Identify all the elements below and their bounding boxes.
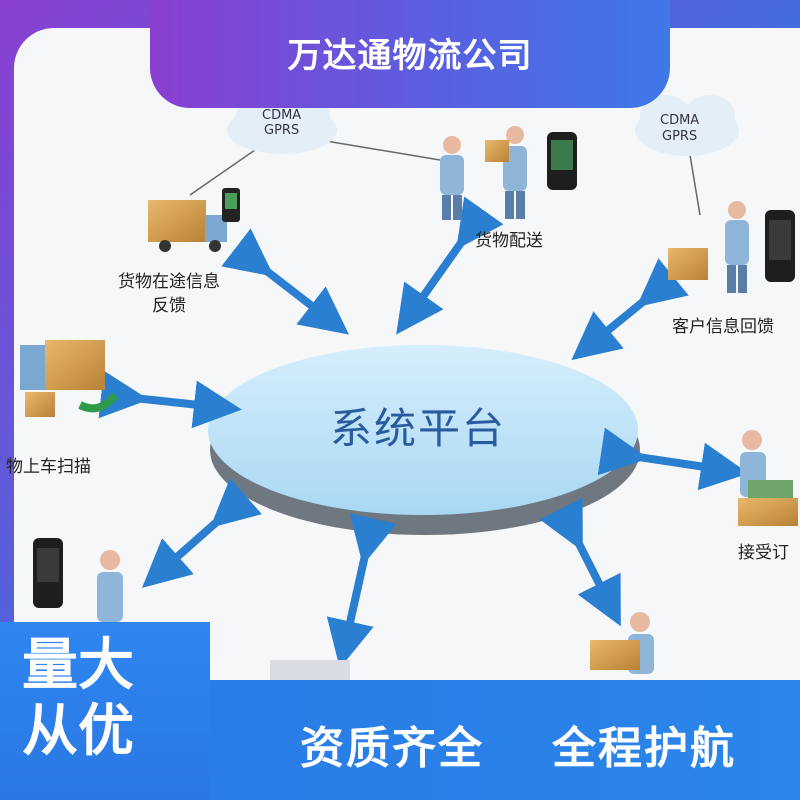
warehouse-worker-icon — [590, 612, 654, 674]
arrows — [98, 196, 749, 669]
courier-icon — [97, 550, 123, 622]
connection-lines — [189, 139, 701, 216]
platform-label: 系统平台 — [330, 404, 507, 453]
badge-line1: 量大 — [22, 633, 134, 698]
customer-icon — [668, 201, 749, 293]
slogan-escort: 全程护航 — [552, 723, 736, 774]
truck-icon — [148, 200, 227, 252]
delivery-person-icon — [440, 126, 527, 220]
node-label-order-receipt: 接受订 — [738, 543, 789, 563]
phone-icon — [222, 188, 240, 222]
title-banner — [150, 0, 670, 108]
page-title: 万达通物流公司 — [287, 36, 533, 76]
node-label-delivery: 货物配送 — [475, 231, 543, 251]
node-label-in-transit: 货物在途信息 反馈 — [118, 270, 220, 318]
cloud-line1: CDMA — [262, 108, 302, 123]
promo-badge: 量大 从优 — [0, 622, 210, 800]
system-platform — [208, 345, 640, 535]
badge-line2: 从优 — [22, 699, 134, 764]
phone-icon — [765, 210, 795, 282]
node-label-line1: 货物在途信息 — [118, 272, 220, 292]
receiving-person-icon — [738, 430, 798, 526]
cloud-icon — [635, 95, 739, 156]
phone-icon — [547, 132, 577, 190]
phone-icon — [33, 538, 63, 608]
cloud-line1: CDMA — [660, 113, 700, 128]
cloud-line2: GPRS — [662, 129, 698, 144]
node-label-line2: 反馈 — [152, 296, 186, 316]
node-label-loading-scan: 物上车扫描 — [6, 457, 91, 477]
slogan-qualified: 资质齐全 — [300, 723, 484, 774]
cloud-line2: GPRS — [264, 123, 300, 138]
cloud-label: CDMA GPRS — [262, 108, 301, 138]
cloud-label: CDMA GPRS — [660, 113, 699, 145]
node-label-customer-feedback: 客户信息回馈 — [672, 317, 774, 337]
loading-truck-icon — [20, 340, 119, 417]
